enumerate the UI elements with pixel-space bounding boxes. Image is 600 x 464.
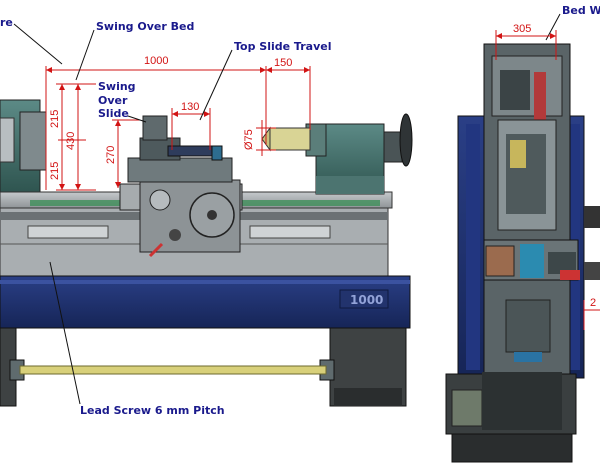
dim-slide-height: 270: [105, 146, 117, 164]
cross-slide: [127, 157, 233, 183]
label-partial-left: re: [0, 16, 13, 29]
label-swing-over-slide-3: Slide: [98, 107, 129, 120]
dim-center-height: 430: [65, 132, 77, 150]
dim-bed-length: 1000: [144, 55, 168, 67]
dimensions-left: [45, 66, 311, 191]
label-bed-width-partial: Bed W: [562, 4, 600, 17]
tool-post: [142, 115, 168, 141]
tailstock-quill: [269, 127, 311, 151]
dim-swing-radius-upper: 215: [49, 110, 61, 128]
label-swing-over-bed: Swing Over Bed: [96, 20, 194, 33]
label-lead-screw: Lead Screw 6 mm Pitch: [80, 404, 225, 417]
bed-plate-label: 1000: [350, 293, 383, 307]
label-swing-over-slide-2: Over: [98, 94, 128, 107]
tailstock-handwheel: [399, 113, 413, 167]
bed-cabinet: [0, 275, 411, 329]
dim-swing-radius-lower: 215: [49, 162, 61, 180]
dim-side-partial: 2: [590, 297, 596, 309]
label-top-slide-travel: Top Slide Travel: [234, 40, 331, 53]
headstock-chuck: [19, 111, 47, 171]
dimensions-right: [495, 30, 600, 330]
end-foot: [451, 433, 573, 463]
lathe-front-view: 1000: [0, 99, 413, 407]
dim-tailstock-travel: 150: [274, 57, 292, 69]
dimension-arrows: [46, 67, 310, 190]
lead-screw: [19, 365, 327, 375]
label-swing-over-slide-1: Swing: [98, 80, 136, 93]
dim-quill-diameter: Ø75: [243, 129, 255, 150]
lathe-end-view: [445, 43, 600, 463]
dim-top-slide: 130: [181, 101, 199, 113]
dim-bed-width: 305: [513, 23, 531, 35]
